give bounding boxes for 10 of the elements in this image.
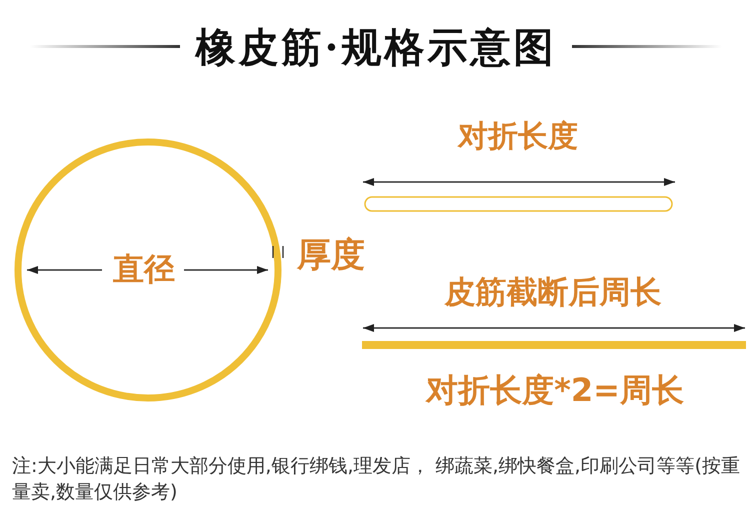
diameter-label: 直径 [113, 254, 175, 286]
note-text: 注:大小能满足日常大部分使用,银行绑钱,理发店， 绑蔬菜,绑快餐盒,印刷公司等等(按重量卖,数量仅供参考) [12, 454, 742, 505]
cut-band-strip [362, 341, 746, 349]
fold-length-label: 对折长度 [458, 122, 578, 152]
formula-label: 对折长度*2=周长 [426, 374, 684, 406]
circumference-label: 皮筋截断后周长 [444, 278, 662, 308]
title-heading: 橡皮筋·规格示意图 [196, 28, 556, 68]
rubber-band-ring [14, 138, 282, 402]
folded-band [364, 196, 673, 212]
thickness-label: 厚度 [297, 238, 365, 272]
